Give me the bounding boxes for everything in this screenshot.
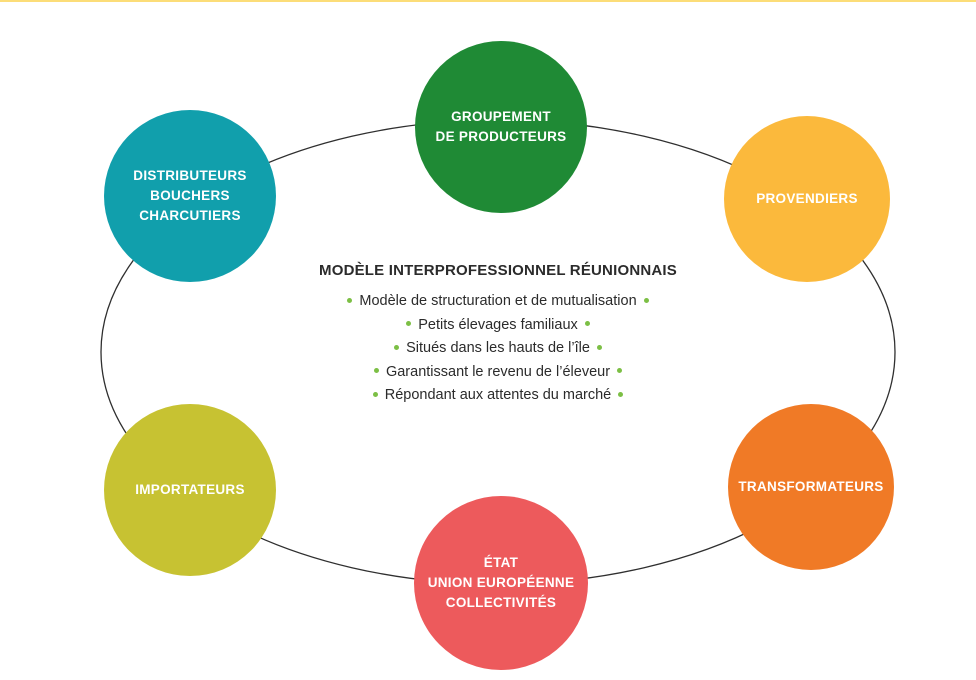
list-item-text: Répondant aux attentes du marché	[384, 387, 612, 404]
list-item: Répondant aux attentes du marché	[240, 384, 756, 408]
node-transformateurs: TRANSFORMATEURS	[728, 404, 894, 570]
node-label-line: BOUCHERS	[150, 188, 230, 203]
bullet-icon	[617, 368, 623, 374]
bullet-icon	[643, 297, 649, 303]
list-item-text: Situés dans les hauts de l’île	[406, 340, 590, 357]
list-item: Modèle de structuration et de mutualisat…	[240, 290, 756, 314]
node-label-line: DISTRIBUTEURS	[133, 168, 247, 183]
node-label-line: UNION EUROPÉENNE	[427, 575, 575, 590]
node-groupement-de-producteurs: GROUPEMENT DE PRODUCTEURS	[415, 41, 587, 213]
list-item: Garantissant le revenu de l’éleveur	[240, 361, 756, 385]
bullet-icon	[372, 392, 378, 398]
node-label-line: COLLECTIVITÉS	[445, 595, 557, 610]
list-item: Situés dans les hauts de l’île	[240, 337, 756, 361]
bullet-icon	[406, 321, 412, 327]
bullet-icon	[618, 392, 624, 398]
bullet-icon	[347, 297, 353, 303]
list-item: Petits élevages familiaux	[240, 314, 756, 338]
top-rule	[0, 0, 976, 2]
center-text-block: MODÈLE INTERPROFESSIONNEL RÉUNIONNAIS Mo…	[240, 260, 756, 408]
bullet-icon	[394, 344, 400, 350]
bullet-icon	[373, 368, 379, 374]
bullet-icon	[596, 344, 602, 350]
node-label-line: IMPORTATEURS	[135, 482, 245, 497]
center-title: MODÈLE INTERPROFESSIONNEL RÉUNIONNAIS	[319, 262, 677, 279]
node-label-line: CHARCUTIERS	[139, 208, 241, 223]
node-label-line: ÉTAT	[483, 555, 519, 570]
center-list: Modèle de structuration et de mutualisat…	[240, 290, 756, 408]
node-distributeurs-bouchers-charcutiers: DISTRIBUTEURS BOUCHERS CHARCUTIERS	[104, 110, 276, 282]
node-importateurs: IMPORTATEURS	[104, 404, 276, 576]
list-item-text: Petits élevages familiaux	[418, 316, 578, 333]
node-etat-union-europeenne-collectivites: ÉTAT UNION EUROPÉENNE COLLECTIVITÉS	[414, 496, 588, 670]
node-label-line: GROUPEMENT	[451, 109, 551, 124]
node-label-line: PROVENDIERS	[756, 191, 858, 206]
node-provendiers: PROVENDIERS	[724, 116, 890, 282]
node-label-line: DE PRODUCTEURS	[435, 129, 567, 144]
bullet-icon	[584, 321, 590, 327]
list-item-text: Modèle de structuration et de mutualisat…	[359, 293, 637, 309]
list-item-text: Garantissant le revenu de l’éleveur	[385, 363, 611, 380]
node-label-line: TRANSFORMATEURS	[738, 479, 884, 494]
